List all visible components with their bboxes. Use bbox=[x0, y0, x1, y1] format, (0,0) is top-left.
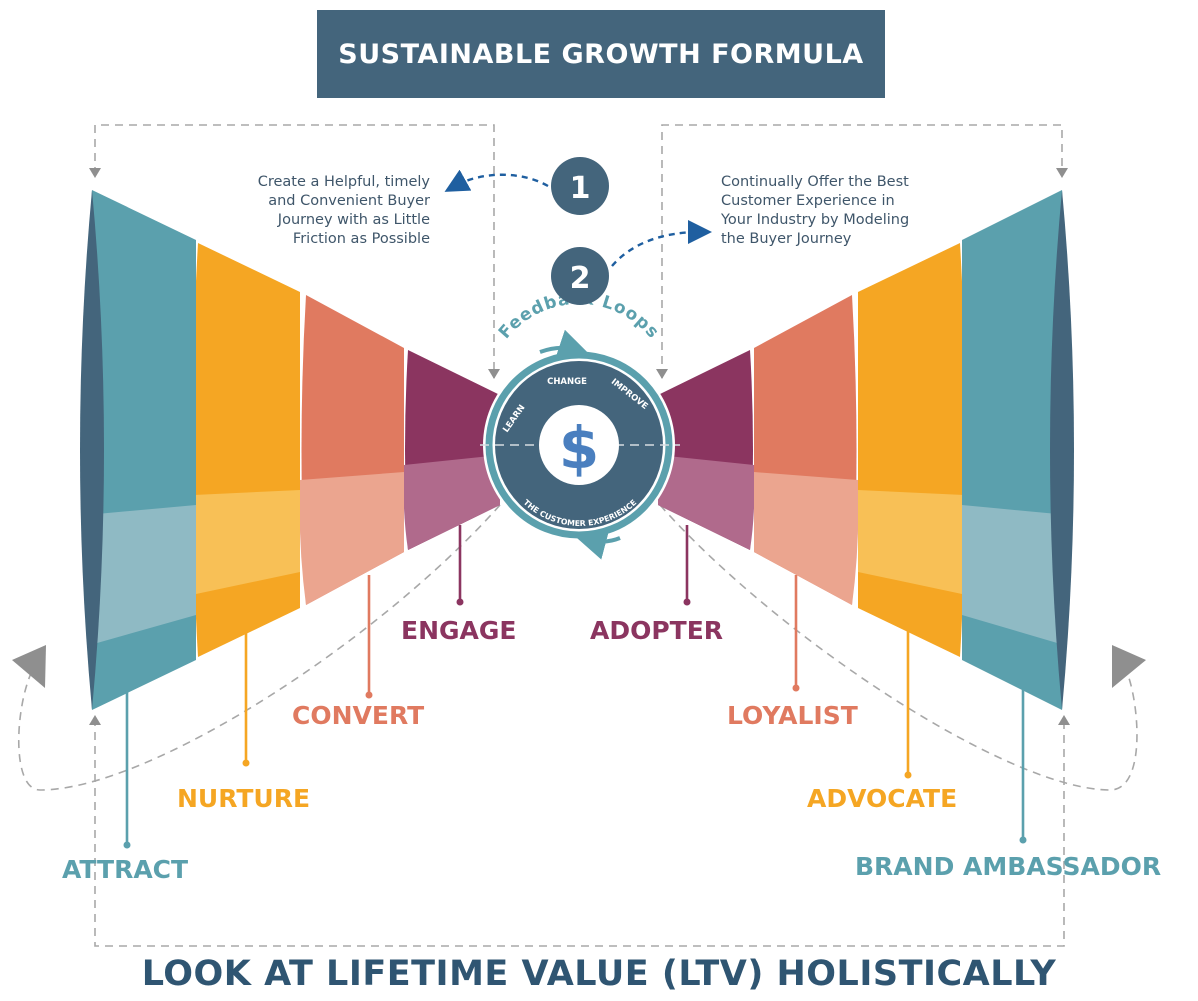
step-1-line: and Convenient Buyer bbox=[268, 193, 430, 209]
step-2-line: Your Industry by Modeling bbox=[721, 212, 910, 228]
stage-attract: ATTRACT bbox=[62, 855, 189, 884]
stage-advocate: ADVOCATE bbox=[807, 784, 958, 813]
right-funnel bbox=[658, 190, 1074, 710]
step-1-badge: 1 bbox=[551, 157, 609, 215]
stage-convert: CONVERT bbox=[292, 701, 425, 730]
attract-rim bbox=[80, 190, 104, 710]
step-1-line: Create a Helpful, timely bbox=[257, 174, 430, 190]
step-1-description: Create a Helpful, timely and Convenient … bbox=[200, 173, 430, 249]
advocate-segment bbox=[858, 243, 966, 657]
stage-brand-ambassador: BRAND AMBASSADOR bbox=[855, 852, 1162, 881]
stage-leaders bbox=[123, 525, 1027, 849]
step-2-line: the Buyer Journey bbox=[721, 231, 852, 247]
step-2-badge: 2 bbox=[551, 247, 609, 305]
step-2-line: Customer Experience in bbox=[721, 193, 895, 209]
svg-text:2: 2 bbox=[570, 261, 591, 296]
left-funnel bbox=[80, 190, 500, 710]
stage-engage: ENGAGE bbox=[401, 616, 517, 645]
stage-adopter: ADOPTER bbox=[590, 616, 724, 645]
nurture-segment bbox=[192, 243, 300, 657]
guide-arrowheads bbox=[12, 168, 1146, 725]
step-2-description: Continually Offer the Best Customer Expe… bbox=[721, 173, 961, 249]
brand-ambassador-rim bbox=[1050, 190, 1074, 710]
diagram-title: SUSTAINABLE GROWTH FORMULA bbox=[317, 10, 885, 98]
bottom-title: LOOK AT LIFETIME VALUE (LTV) HOLISTICALL… bbox=[141, 954, 1057, 994]
dashed-guides bbox=[18, 124, 1138, 947]
stage-nurture: NURTURE bbox=[177, 784, 311, 813]
stage-loyalist: LOYALIST bbox=[727, 701, 858, 730]
feedback-hub: $ Feedback Loops LEARN CHANGE IMPROVE TH… bbox=[480, 289, 680, 560]
svg-text:1: 1 bbox=[570, 171, 591, 206]
change-label: CHANGE bbox=[547, 377, 587, 387]
step-2-line: Continually Offer the Best bbox=[721, 174, 909, 190]
step-1-line: Journey with as Little bbox=[277, 212, 430, 228]
step-1-arrow bbox=[444, 169, 549, 192]
step-2-arrow bbox=[611, 220, 712, 267]
dollar-icon: $ bbox=[559, 414, 599, 482]
step-1-line: Friction as Possible bbox=[292, 231, 430, 247]
